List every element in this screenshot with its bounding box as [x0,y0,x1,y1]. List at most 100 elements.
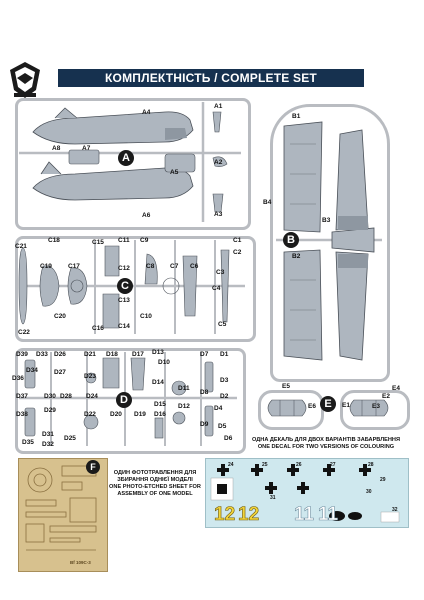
part-label: C11 [118,237,130,244]
photo-etch-caption-ua-2: ЗБИРАННЯ ОДНІЄЇ МОДЕЛІ [117,477,193,483]
part-label: E6 [308,403,316,410]
part-label: B1 [292,113,301,120]
part-label: D21 [84,351,96,358]
decal-caption: ОДНА ДЕКАЛЬ ДЛЯ ДВОХ ВАРІАНТІВ ЗАБАРВЛЕН… [240,437,412,451]
photo-etch-label: Bf 109C-3 [70,560,91,565]
decal-callout: 27 [330,462,336,468]
part-label: E1 [342,402,350,409]
part-label: A1 [214,103,223,110]
decal-callout: 32 [392,507,398,513]
part-label: D15 [154,401,166,408]
part-label: D36 [12,375,24,382]
part-label: C21 [15,243,27,250]
part-label: D32 [42,441,54,448]
part-label: E5 [282,383,290,390]
part-label: C16 [92,325,104,332]
sprue-b-badge: B [283,232,299,248]
part-label: B3 [322,217,331,224]
part-label: C19 [40,263,52,270]
sprue-a-badge: A [118,150,134,166]
part-label: D7 [200,351,209,358]
part-label: B4 [263,199,272,206]
part-label: D23 [84,373,96,380]
part-label: D3 [220,377,229,384]
decal-callout: 29 [380,477,386,483]
part-label: D11 [178,385,190,392]
part-label: D10 [158,359,170,366]
sprue-b-parts [276,121,382,361]
part-label: D38 [16,411,28,418]
decal-crosses [210,464,400,523]
part-label: C10 [140,313,152,320]
sprue-c-badge: C [117,278,133,294]
part-label: D8 [200,389,209,396]
part-label: D6 [224,435,233,442]
part-label: D2 [220,393,229,400]
part-label: D1 [220,351,229,358]
part-label: A6 [142,212,151,219]
photo-etch-caption-en-2: ASSEMBLY OF ONE MODEL [117,491,193,497]
part-label: E2 [382,393,390,400]
part-label: D30 [44,393,56,400]
part-label: C22 [18,329,30,336]
decal-caption-en: ONE DECAL FOR TWO VERSIONS OF COLOURING [257,444,395,450]
sprue-e-badge: E [320,396,336,412]
sprue-d-parts [19,352,237,446]
part-label: E3 [372,403,380,410]
decal-callout: 24 [228,462,234,468]
photo-etch-caption-en-1: ONE PHOTO-ETCHED SHEET FOR [109,484,201,490]
part-label: D24 [86,393,98,400]
part-label: C9 [140,237,149,244]
decal-sheet [205,458,409,528]
part-label: C5 [218,321,227,328]
decal-number: 12 [214,504,236,526]
part-label: D19 [134,411,146,418]
decal-number: 11 [318,504,339,526]
photo-etch-badge: F [86,460,100,474]
part-label: D20 [110,411,122,418]
part-label: D31 [42,431,54,438]
part-label: D12 [178,403,190,410]
part-label: A4 [142,109,151,116]
part-label: A8 [52,145,61,152]
part-label: A5 [170,169,179,176]
part-label: D28 [60,393,72,400]
part-label: B2 [292,253,301,260]
decal-number: 12 [238,504,260,526]
part-label: C6 [190,263,199,270]
sprue-d-badge: D [116,392,132,408]
decal-callout: 25 [262,462,268,468]
part-label: C1 [233,237,242,244]
sprue-c-parts [18,240,245,334]
part-label: C20 [54,313,66,320]
part-label: C15 [92,239,104,246]
part-label: C2 [233,249,242,256]
part-label: C12 [118,265,130,272]
photo-etch-parts [25,465,97,551]
part-label: D29 [44,407,56,414]
page-title: КОМПЛЕКТНІСТЬ / COMPLETE SET [58,69,364,87]
photo-etch-caption: ОДИН ФОТОТРАВЛЕННЯ ДЛЯ ЗБИРАННЯ ОДНІЄЇ М… [108,470,202,498]
part-label: D13 [152,349,164,356]
part-label: D33 [36,351,48,358]
part-label: D27 [54,369,66,376]
decal-callout: 26 [296,462,302,468]
part-label: C7 [170,263,179,270]
part-label: D4 [214,405,223,412]
part-label: D37 [16,393,28,400]
part-label: C3 [216,269,225,276]
photo-etch-caption-ua-1: ОДИН ФОТОТРАВЛЕННЯ ДЛЯ [113,470,197,476]
sprue-e-parts [267,399,389,417]
part-label: D16 [154,411,166,418]
part-label: D25 [64,435,76,442]
part-label: D5 [218,423,227,430]
part-label: D22 [84,411,96,418]
decal-callout: 30 [366,489,372,495]
decal-caption-ua: ОДНА ДЕКАЛЬ ДЛЯ ДВОХ ВАРІАНТІВ ЗАБАРВЛЕН… [252,437,400,443]
decal-callout: 28 [368,462,374,468]
part-label: E4 [392,385,400,392]
part-label: C17 [68,263,80,270]
part-label: D18 [106,351,118,358]
part-label: A7 [82,145,91,152]
decal-callout: 31 [270,495,276,501]
